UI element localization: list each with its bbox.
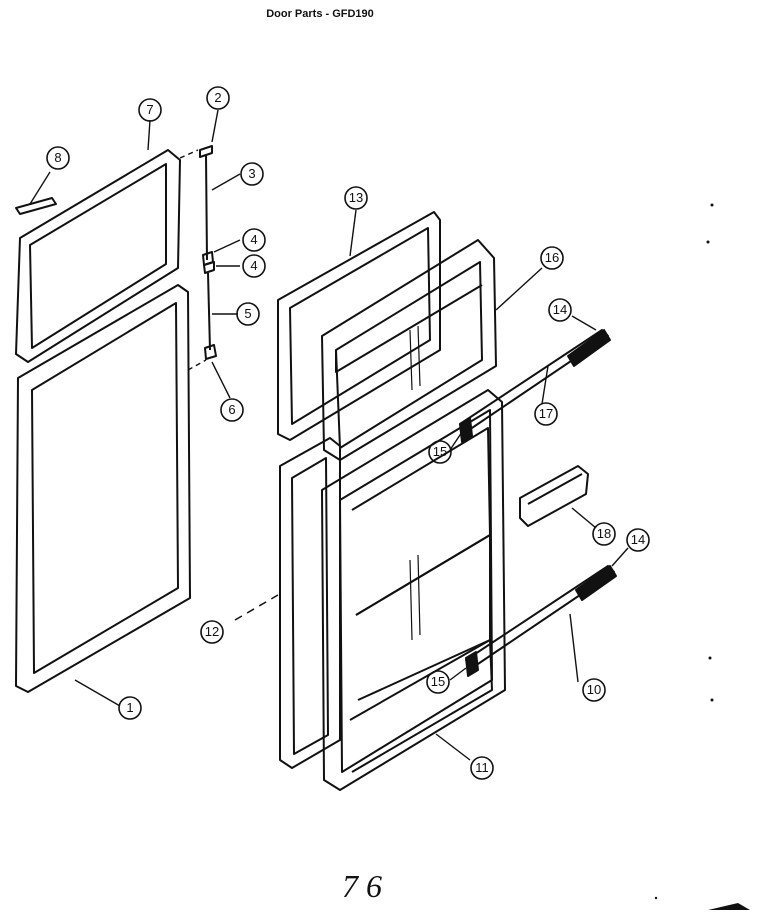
leader-lines [29,109,629,761]
callout-18: 18 [592,522,616,546]
callout-2: 2 [206,86,230,110]
gasket-clip-part [15,197,57,215]
callout-13: 13 [344,186,368,210]
svg-text:14: 14 [553,302,567,317]
callout-11: 11 [470,756,494,780]
fresh-food-door-gasket [15,284,191,693]
svg-text:6: 6 [228,402,235,417]
callout-5: 5 [236,302,260,326]
svg-text:12: 12 [205,624,219,639]
callout-15a: 15 [428,440,452,464]
svg-text:8: 8 [54,150,61,165]
freezer-liner-gasket [277,211,441,441]
fresh-food-door-liner [321,389,506,791]
callout-15b: 15 [426,670,450,694]
svg-text:17: 17 [539,406,553,421]
svg-text:10: 10 [587,682,601,697]
svg-text:18: 18 [597,526,611,541]
callout-4b: 4 [242,254,266,278]
callout-14a: 14 [548,298,572,322]
callout-4a: 4 [242,228,266,252]
callout-10: 10 [582,678,606,702]
svg-text:15: 15 [433,444,447,459]
dairy-compartment-cover [519,465,589,527]
freezer-door-liner [321,239,497,461]
svg-text:16: 16 [545,250,559,265]
callout-17: 17 [534,402,558,426]
svg-text:4: 4 [250,232,257,247]
callout-8: 8 [46,146,70,170]
svg-text:2: 2 [214,90,221,105]
svg-text:5: 5 [244,306,251,321]
svg-text:1: 1 [126,700,133,715]
lower-door-shelf-bar [465,565,617,677]
page-title: Door Parts - GFD190 [266,8,374,20]
upper-door-shelf-bar [459,329,611,443]
hinge-assembly [179,145,217,371]
callout-16: 16 [540,246,564,270]
svg-text:3: 3 [248,166,255,181]
callout-14b: 14 [626,528,650,552]
scan-specks [654,203,750,910]
svg-text:13: 13 [349,190,363,205]
callout-7: 7 [138,98,162,122]
callout-3: 3 [240,162,264,186]
fresh-food-liner-gasket [234,437,341,769]
callout-12: 12 [200,620,224,644]
page-number: 7 6 [342,868,382,904]
svg-text:11: 11 [475,760,489,775]
callout-6: 6 [220,398,244,422]
callout-1: 1 [118,696,142,720]
svg-text:4: 4 [250,258,257,273]
svg-text:15: 15 [431,674,445,689]
svg-text:14: 14 [631,532,645,547]
callouts: 1 2 3 4 4 5 6 7 8 10 11 12 13 14 14 15 1… [46,86,650,780]
svg-text:7: 7 [146,102,153,117]
freezer-door-gasket [15,149,181,363]
